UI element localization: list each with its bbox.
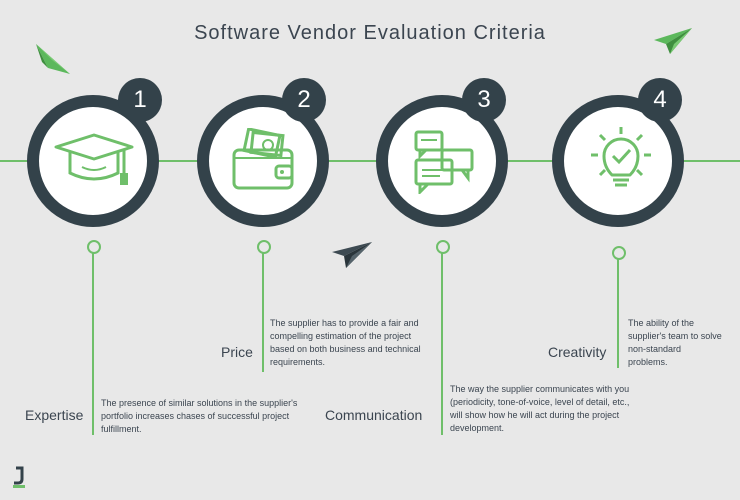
step-description: The ability of the supplier's team to so… [628,318,722,367]
page-title: Software Vendor Evaluation Criteria [194,22,546,44]
timeline-dot [436,240,450,254]
company-logo [13,466,25,488]
graduation-cap-icon [54,133,134,185]
paper-plane-icon [36,44,70,74]
connector-line [92,252,94,435]
step-number-badge: 2 [282,78,326,122]
step-label: Price [221,344,253,360]
timeline-line [0,160,740,162]
wallet-icon [232,128,294,190]
paper-plane-icon [332,242,372,268]
connector-line [262,252,264,372]
step-description: The way the supplier communicates with y… [450,384,630,433]
step-label: Creativity [548,344,607,360]
paper-plane-icon [654,28,692,54]
connector-line [441,252,443,435]
step-number-badge: 1 [118,78,162,122]
connector-line [617,258,619,368]
timeline-dot [612,246,626,260]
step-description: The supplier has to provide a fair and c… [270,318,421,367]
step-description: The presence of similar solutions in the… [101,398,298,434]
chat-bubbles-icon [414,130,474,194]
step-number-badge: 3 [462,78,506,122]
timeline-dot [87,240,101,254]
timeline-dot [257,240,271,254]
step-label: Communication [325,407,423,423]
step-label: Expertise [25,407,84,423]
step-number-badge: 4 [638,78,682,122]
lightbulb-icon [591,127,651,187]
